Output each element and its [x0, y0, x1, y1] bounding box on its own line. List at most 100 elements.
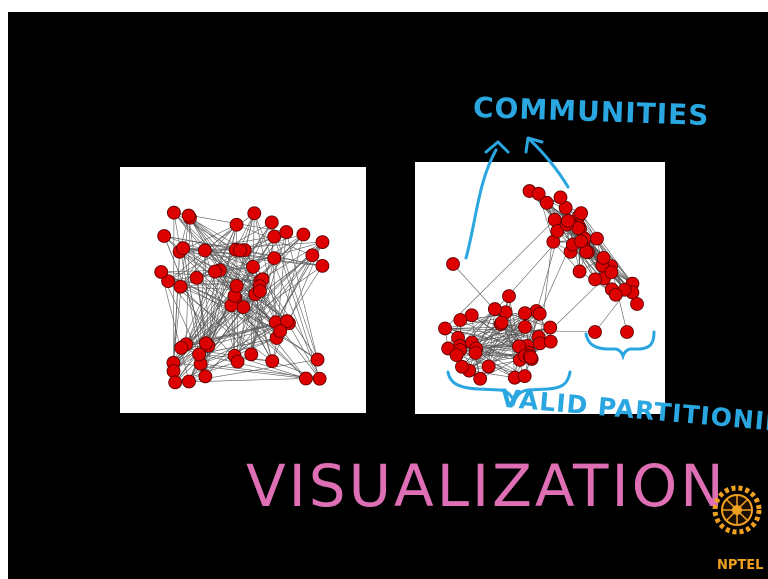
random-graph-edge	[181, 320, 288, 349]
random-graph-node	[315, 258, 330, 273]
community-graph-node	[543, 334, 558, 349]
random-graph-edge	[188, 215, 237, 287]
community-graph-edge	[488, 326, 526, 367]
random-graph-node	[176, 241, 191, 256]
random-graph-edge	[175, 378, 306, 383]
nptel-gear-logo-icon	[712, 485, 762, 535]
random-graph-node	[280, 314, 294, 328]
random-graph-edge	[163, 235, 209, 346]
community-graph-node	[620, 325, 634, 339]
community-graph-node	[502, 289, 516, 304]
random-graph-node	[168, 375, 183, 390]
community-graph-edge	[471, 327, 551, 343]
random-graph-node	[246, 259, 260, 274]
random-graph-node	[310, 352, 325, 367]
community-graph-node	[588, 325, 602, 339]
random-graph-node	[305, 248, 320, 263]
random-graph-node	[264, 215, 279, 230]
community-graph-node	[446, 257, 460, 271]
community-graph-node	[455, 359, 469, 374]
community-graph-node	[590, 231, 604, 246]
random-graph-edge	[234, 337, 277, 357]
community-graph-edge	[468, 326, 526, 371]
random-graph-node	[244, 347, 259, 362]
community-graph-edge	[444, 219, 555, 329]
random-graph-node	[189, 270, 204, 285]
random-graph-node	[198, 369, 213, 384]
random-graph-node	[167, 205, 181, 220]
arrowhead-left	[484, 140, 510, 154]
community-graph	[438, 184, 644, 386]
community-graph-nodes	[438, 184, 644, 386]
community-graph-edge	[461, 326, 526, 367]
random-graph-node	[154, 265, 169, 279]
arrowhead-right	[524, 136, 544, 154]
community-graph-node	[532, 306, 547, 321]
random-graph-node	[192, 347, 206, 362]
community-graph-node	[494, 315, 509, 330]
random-graph-edge	[231, 234, 304, 306]
random-graph-edge	[173, 285, 260, 372]
community-graph-node	[481, 359, 496, 374]
random-graph-edge	[173, 212, 288, 322]
random-graph-edge	[196, 277, 318, 360]
random-graph-edge	[185, 234, 304, 345]
community-graph-node	[561, 214, 575, 228]
random-graph-edge	[253, 213, 320, 379]
random-graph-node	[182, 374, 196, 389]
random-graph-node	[230, 354, 245, 369]
random-graph-edge	[252, 234, 304, 268]
community-graph-node	[572, 264, 587, 279]
community-graph-node	[574, 206, 589, 221]
random-graph-edge	[251, 231, 287, 355]
community-graph-node	[487, 302, 502, 316]
random-graph-node	[174, 340, 189, 355]
community-graph-node	[453, 313, 468, 327]
community-graph-node	[539, 195, 554, 210]
random-graph-node	[208, 264, 222, 279]
community-graph-node	[438, 321, 452, 336]
community-graph-node	[468, 346, 483, 360]
random-graph-edge	[188, 215, 254, 268]
community-graph-node	[553, 190, 568, 205]
random-graph-node	[199, 336, 213, 351]
random-graph-edge	[196, 277, 307, 379]
random-graph-nodes	[154, 205, 330, 390]
random-graph-edge	[189, 217, 281, 332]
community-graph-node	[550, 224, 565, 238]
community-graph-node	[588, 272, 603, 287]
random-graph-node	[157, 229, 172, 243]
community-graph-edge	[494, 308, 520, 347]
random-graph-node	[247, 206, 262, 221]
community-graph-node	[608, 287, 623, 302]
community-graph-edge	[488, 313, 526, 367]
random-graph-node	[315, 235, 330, 249]
random-graph-node	[233, 243, 247, 258]
random-graph-edge	[164, 235, 236, 250]
community-graph-node	[517, 306, 532, 321]
community-graph-node	[630, 297, 644, 311]
random-graph-node	[312, 371, 327, 386]
community-graph-edge	[488, 309, 496, 367]
random-graph-node	[161, 274, 176, 289]
random-graph-edge	[198, 250, 206, 355]
random-graph-edge	[185, 217, 191, 345]
random-graph-node	[296, 227, 311, 242]
random-graph-node	[267, 251, 282, 266]
community-graph-node	[543, 320, 558, 335]
community-graph-edge	[505, 311, 551, 328]
community-graph-edge	[578, 216, 633, 284]
random-graph-node	[181, 208, 196, 223]
random-graph-node	[173, 279, 188, 294]
random-graph-node	[267, 229, 282, 244]
random-graph-edge	[271, 222, 318, 360]
random-graph-node	[197, 243, 212, 258]
community-graph-node	[574, 234, 588, 249]
random-graph-edge	[180, 250, 206, 287]
random-graph-edge	[204, 212, 255, 251]
slide-title: VISUALIZATION	[246, 452, 727, 520]
random-graph-edge	[243, 306, 273, 362]
community-graph-node	[523, 350, 538, 365]
random-graph-edge	[234, 241, 323, 356]
random-graph-edge	[173, 212, 281, 332]
